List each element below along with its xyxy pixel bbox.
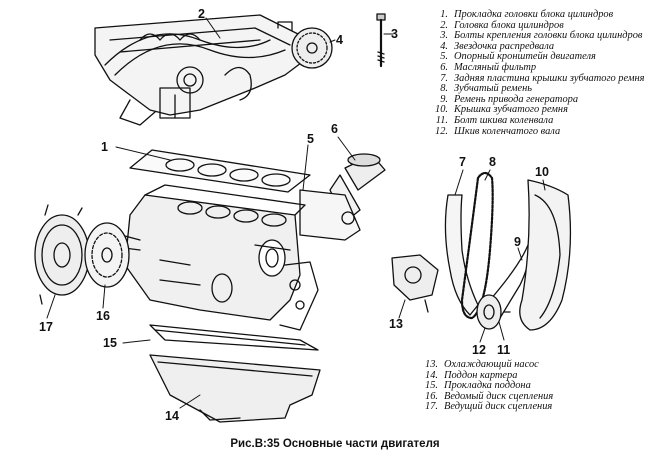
timing-belt-back-plate bbox=[444, 194, 479, 316]
callout-8: 8 bbox=[489, 155, 496, 169]
cylinder-head bbox=[94, 14, 306, 126]
legend-item-text: Шкив коленчатого вала bbox=[454, 125, 561, 137]
figure-caption: Рис.В:35 Основные части двигателя bbox=[230, 438, 440, 450]
legend-item-text: Прокладка поддона bbox=[444, 380, 531, 392]
crankshaft-pulley bbox=[476, 294, 511, 330]
legend-item-text: Опорный кронштейн двигателя bbox=[454, 51, 596, 63]
callout-4: 4 bbox=[336, 33, 343, 47]
legend-item-number: 10. bbox=[435, 104, 448, 116]
callout-7: 7 bbox=[459, 155, 466, 169]
legend-item: 7. Задняя пластина крышки зубчатого ремня bbox=[430, 72, 645, 85]
legend-item-text: Звездочка распредвала bbox=[454, 40, 555, 52]
clutch-pressure-plate bbox=[34, 204, 90, 305]
callout-labels: 1 2 3 4 5 6 7 8 9 10 11 12 13 14 15 16 1… bbox=[39, 7, 549, 423]
legend-item: 6. Масляный фильтр bbox=[430, 61, 644, 74]
callout-15: 15 bbox=[103, 336, 117, 350]
legend-item-text: Головка блока цилиндров bbox=[454, 19, 564, 31]
legend-item: 11. Болт шкива коленвала bbox=[430, 114, 644, 127]
legend-item: 2. Головка блока цилиндров bbox=[430, 19, 644, 32]
camshaft-sprocket bbox=[277, 21, 333, 69]
legend-item-number: 3. bbox=[440, 30, 448, 42]
callout-17: 17 bbox=[39, 320, 53, 334]
callout-6: 6 bbox=[331, 122, 338, 136]
callout-11: 11 bbox=[497, 343, 510, 357]
legend-item-text: Зубчатый ремень bbox=[454, 83, 533, 95]
legend-item: 14. Поддон картера bbox=[420, 369, 553, 382]
oil-filter bbox=[329, 153, 386, 223]
callout-13: 13 bbox=[389, 317, 403, 331]
legend-item: 4. Звездочка распредвала bbox=[430, 40, 644, 53]
callout-9: 9 bbox=[514, 235, 521, 249]
legend-item-text: Поддон картера bbox=[444, 369, 518, 381]
callout-3: 3 bbox=[391, 27, 398, 41]
legend-item-text: Прокладка головки блока цилиндров bbox=[454, 9, 614, 20]
callout-14: 14 bbox=[165, 409, 179, 423]
oil-sump bbox=[149, 354, 321, 423]
legend-item-number: 8. bbox=[440, 83, 448, 95]
legend-item-text: Охлаждающий насос bbox=[444, 359, 539, 370]
legend-item: 13. Охлаждающий насос bbox=[420, 359, 553, 371]
legend-item-number: 2. bbox=[440, 19, 448, 31]
head-bolt bbox=[376, 13, 386, 68]
clutch-driven-disc bbox=[84, 222, 130, 288]
legend-item-text: Болты крепления головки блока цилиндров bbox=[454, 30, 643, 42]
legend-item: 15. Прокладка поддона bbox=[420, 381, 553, 392]
legend-item-text: Задняя пластина крышки зубчатого ремня bbox=[454, 72, 645, 84]
callout-10: 10 bbox=[535, 165, 549, 179]
legend-item-number: 5. bbox=[440, 51, 448, 63]
legend-item-number: 7. bbox=[440, 72, 448, 84]
legend-item-text: Крышка зубчатого ремня bbox=[454, 104, 568, 116]
sump-gasket bbox=[149, 324, 319, 351]
legend-item-number: 4. bbox=[440, 40, 448, 52]
engine-mount-bracket bbox=[299, 189, 361, 241]
legend-item: 12. Шкив коленчатого вала bbox=[430, 125, 644, 138]
parts-legend-top: 1. Прокладка головки блока цилиндров 2. Гол… bbox=[430, 9, 645, 138]
legend-item: 16. Ведомый диск сцепления bbox=[420, 390, 554, 403]
coolant-pump bbox=[391, 254, 439, 313]
legend-item-number: 14. bbox=[425, 369, 438, 381]
legend-item-number: 12. bbox=[435, 125, 448, 137]
legend-item-text: Ведомый диск сцепления bbox=[444, 390, 554, 402]
legend-item-number: 16. bbox=[425, 390, 438, 402]
leader-lines bbox=[46, 17, 546, 409]
legend-item: 10. Крышка зубчатого ремня bbox=[430, 105, 644, 116]
legend-item-number: 17. bbox=[425, 401, 438, 413]
callout-2: 2 bbox=[198, 7, 205, 21]
legend-item-text: Болт шкива коленвала bbox=[454, 114, 554, 126]
legend-item: 17. Ведущий диск сцепления bbox=[420, 402, 553, 413]
legend-item-number: 6. bbox=[440, 61, 448, 73]
callout-5: 5 bbox=[307, 132, 314, 146]
legend-item-number: 11. bbox=[435, 114, 448, 126]
legend-item: 9. Ремень привода генератора bbox=[430, 93, 644, 106]
legend-item: 1. Прокладка головки блока цилиндров bbox=[430, 9, 644, 21]
legend-item: 8. Зубчатый ремень bbox=[430, 84, 644, 95]
legend-item-text: Ремень привода генератора bbox=[454, 93, 579, 105]
legend-item-number: 13. bbox=[425, 359, 438, 370]
legend-item-text: Ведущий диск сцепления bbox=[444, 401, 553, 413]
legend-item-number: 1. bbox=[440, 9, 448, 20]
legend-item-text: Масляный фильтр bbox=[454, 61, 537, 73]
callout-16: 16 bbox=[96, 309, 110, 323]
head-gasket bbox=[129, 149, 311, 193]
legend-item-number: 9. bbox=[440, 93, 448, 105]
callout-1: 1 bbox=[101, 140, 108, 154]
timing-belt-cover bbox=[519, 179, 572, 331]
callout-12: 12 bbox=[472, 343, 486, 357]
legend-item: 5. Опорный кронштейн двигателя bbox=[430, 52, 644, 63]
legend-item-number: 15. bbox=[425, 380, 438, 392]
legend-item: 3. Болты крепления головки блока цилиндро… bbox=[430, 31, 644, 42]
